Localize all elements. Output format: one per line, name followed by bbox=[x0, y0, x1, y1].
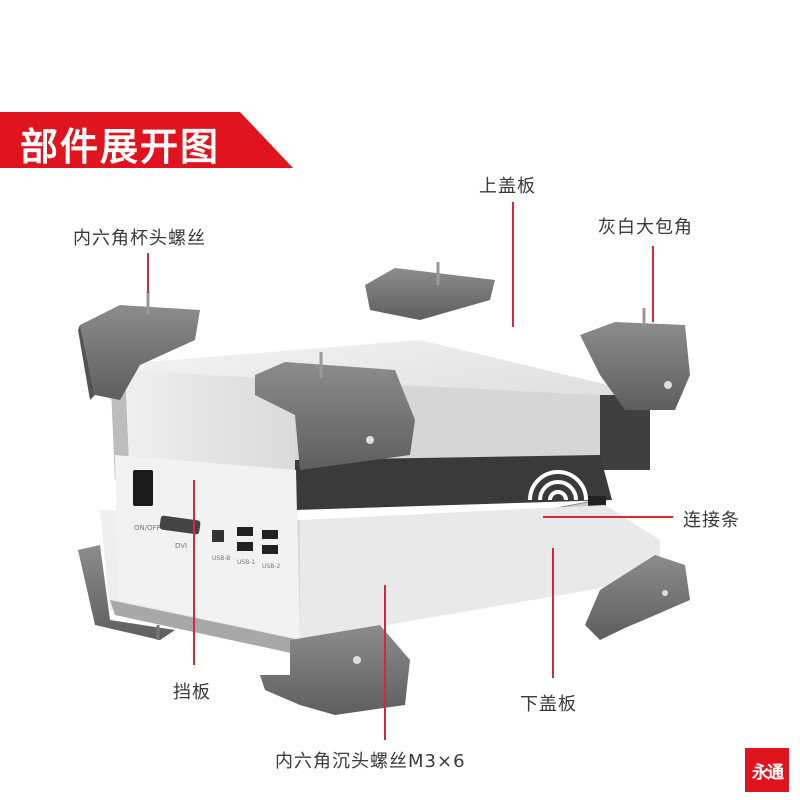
svg-text:DVI: DVI bbox=[175, 542, 187, 550]
corner-guard-bottom-back-left bbox=[78, 545, 175, 640]
svg-text:USB-B: USB-B bbox=[212, 555, 230, 562]
corner-guard-top-front-left bbox=[255, 352, 415, 470]
front-panel: ON/OFF DVI USB-B USB-1 USB-2 bbox=[115, 455, 300, 640]
callout-line-countersunk-screw bbox=[384, 585, 386, 740]
corner-guard-top-back-middle bbox=[365, 262, 495, 320]
corner-guard-bottom-front-right bbox=[585, 555, 690, 640]
callout-connector-strip: 连接条 bbox=[683, 510, 740, 531]
corner-guard-top-front-right bbox=[580, 308, 690, 410]
callout-line-hex-cup-screw bbox=[147, 253, 149, 293]
fan-grille bbox=[528, 470, 588, 501]
callout-line-corner-guard bbox=[652, 246, 654, 322]
callout-countersunk-screw: 内六角沉头螺丝M3×6 bbox=[275, 751, 466, 772]
corner-guard-bottom-front-left bbox=[260, 625, 410, 715]
callout-line-bottom-cover bbox=[552, 548, 554, 678]
section-banner: 部件展开图 bbox=[0, 112, 293, 168]
banner-title: 部件展开图 bbox=[20, 125, 221, 169]
callout-line-baffle bbox=[193, 480, 195, 665]
callout-hex-cup-screw: 内六角杯头螺丝 bbox=[73, 228, 206, 249]
interior bbox=[295, 455, 612, 510]
svg-text:ON/OFF: ON/OFF bbox=[134, 524, 161, 532]
corner-guard-top-back-left bbox=[78, 292, 200, 400]
callout-top-cover: 上盖板 bbox=[479, 176, 536, 197]
callout-baffle: 挡板 bbox=[173, 682, 211, 703]
callout-bottom-cover: 下盖板 bbox=[520, 694, 577, 715]
callout-corner-guard: 灰白大包角 bbox=[598, 217, 693, 238]
svg-text:USB-2: USB-2 bbox=[262, 563, 280, 570]
brand-logo: 永通 bbox=[745, 748, 789, 792]
callout-line-top-cover bbox=[512, 202, 514, 327]
callout-line-connector-strip bbox=[543, 516, 673, 518]
svg-text:USB-1: USB-1 bbox=[237, 559, 255, 566]
